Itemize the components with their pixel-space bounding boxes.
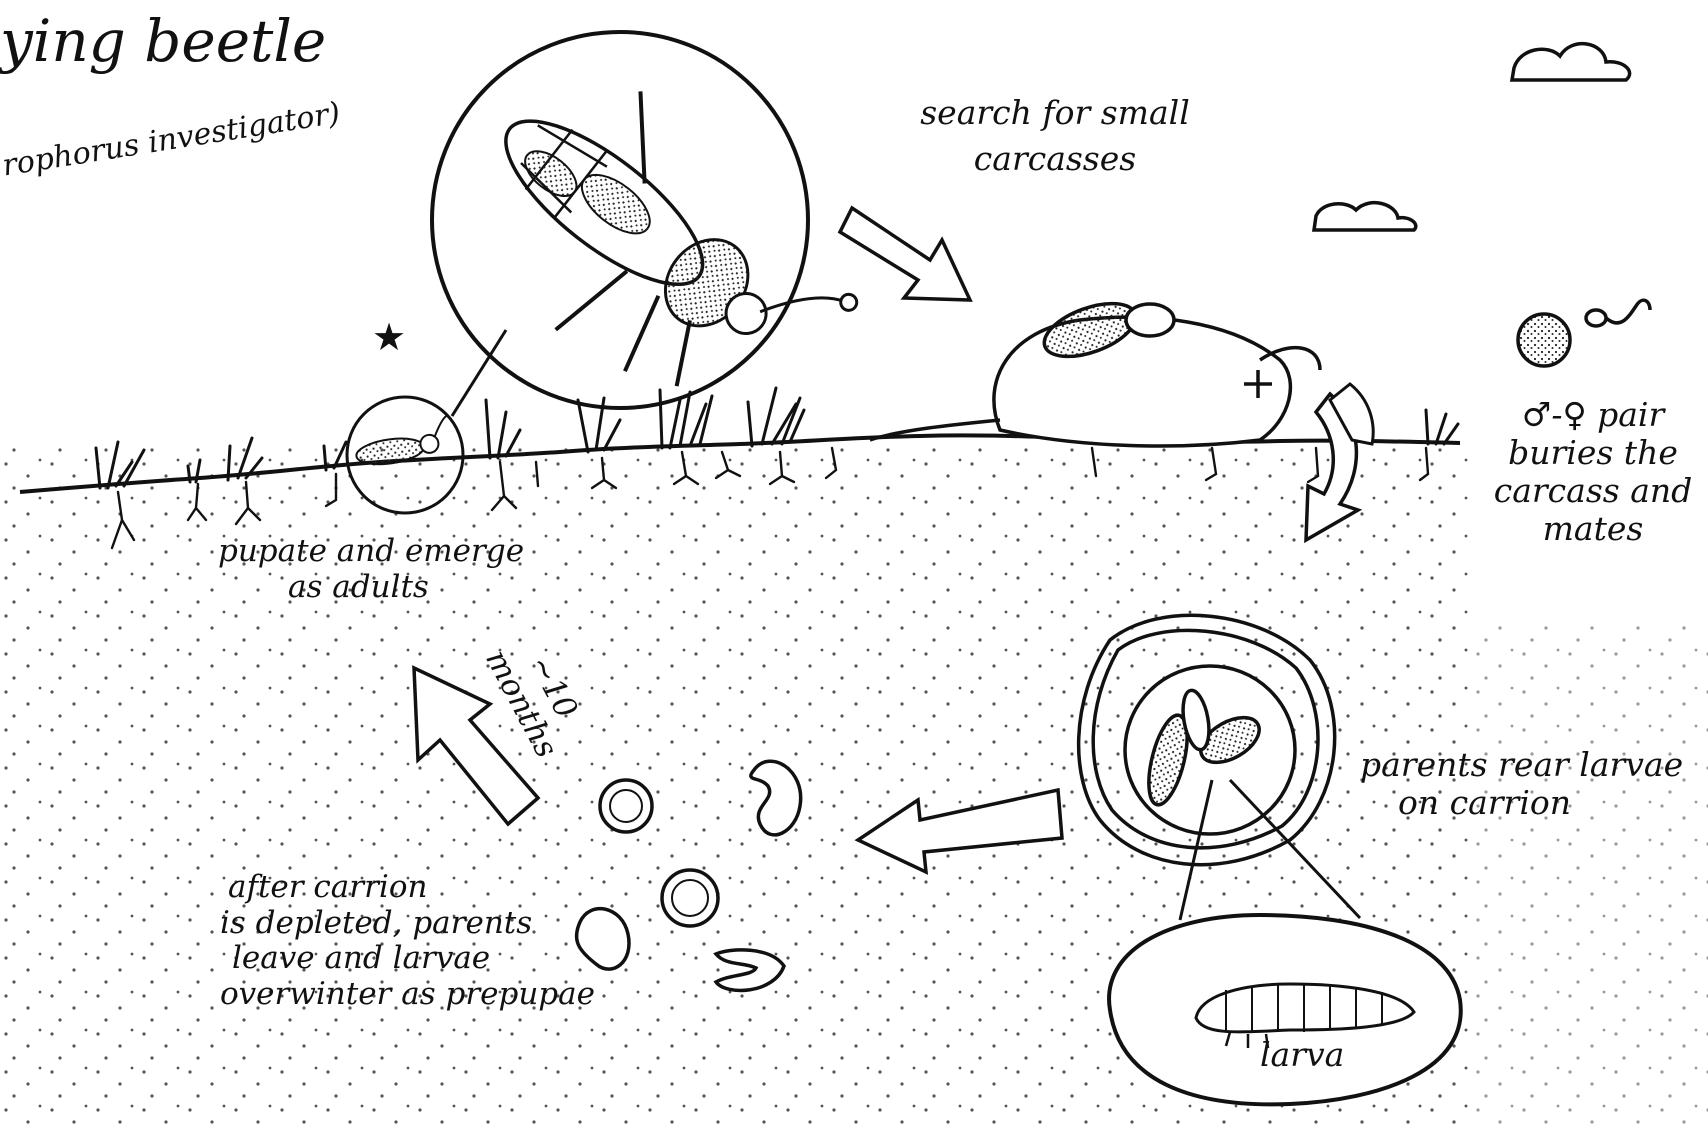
label-pupate-line2: as adults: [218, 570, 524, 606]
label-pair-line2: buries the: [1478, 434, 1708, 472]
label-overwinter-line2: is depleted, parents: [220, 906, 595, 942]
label-rear: parents rear larvae on carrion: [1360, 746, 1683, 822]
egg-icon: [1518, 314, 1570, 366]
arrow-icon-search: [840, 208, 970, 300]
label-pair-line4: mates: [1478, 510, 1708, 548]
label-pair: ♂-♀ pair buries the carcass and mates: [1478, 396, 1708, 548]
label-pupate-line1: pupate and emerge: [218, 534, 524, 570]
sperm-icon: [1586, 300, 1650, 326]
label-overwinter-line1: after carrion: [220, 870, 595, 906]
label-overwinter-line4: overwinter as prepupae: [220, 977, 595, 1013]
star-icon: ★: [372, 316, 406, 360]
beetle-icon: [430, 42, 879, 466]
title: ying beetle: [0, 8, 326, 75]
cloud-icon-small: [1314, 203, 1416, 230]
label-rear-line1: parents rear larvae: [1360, 746, 1683, 784]
label-pair-line3: carcass and: [1478, 472, 1708, 510]
label-overwinter: after carrion is depleted, parents leave…: [220, 870, 595, 1013]
label-larva: larva: [1260, 1036, 1344, 1074]
cloud-icon: [1512, 44, 1630, 80]
label-pair-line1: ♂-♀ pair: [1478, 396, 1708, 434]
label-overwinter-line3: leave and larvae: [220, 941, 595, 977]
label-pupate: pupate and emerge as adults: [218, 534, 524, 605]
label-search-text: search for small carcasses: [920, 93, 1190, 178]
label-search: search for small carcasses: [890, 90, 1220, 182]
carcass-icon: [870, 293, 1320, 446]
label-rear-line2: on carrion: [1360, 784, 1683, 822]
